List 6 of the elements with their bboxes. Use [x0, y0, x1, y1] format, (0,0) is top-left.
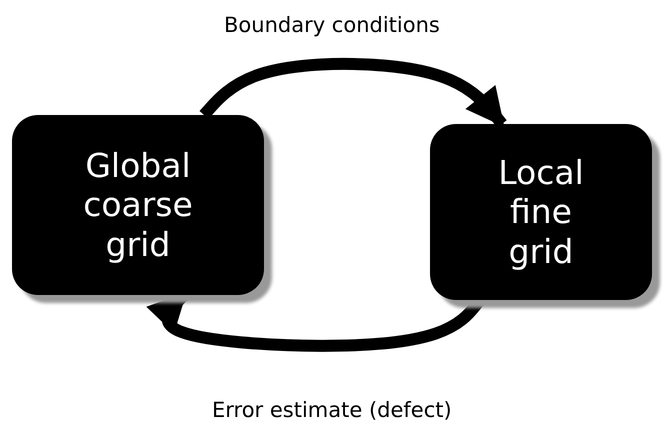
box-label: Local fine grid — [497, 152, 585, 272]
edge-label: Error estimate (defect) — [212, 398, 452, 422]
rounded-box — [430, 124, 652, 300]
edge-label: Boundary conditions — [224, 13, 440, 37]
box-label: Global coarse grid — [82, 146, 194, 264]
rounded-box — [12, 115, 264, 295]
